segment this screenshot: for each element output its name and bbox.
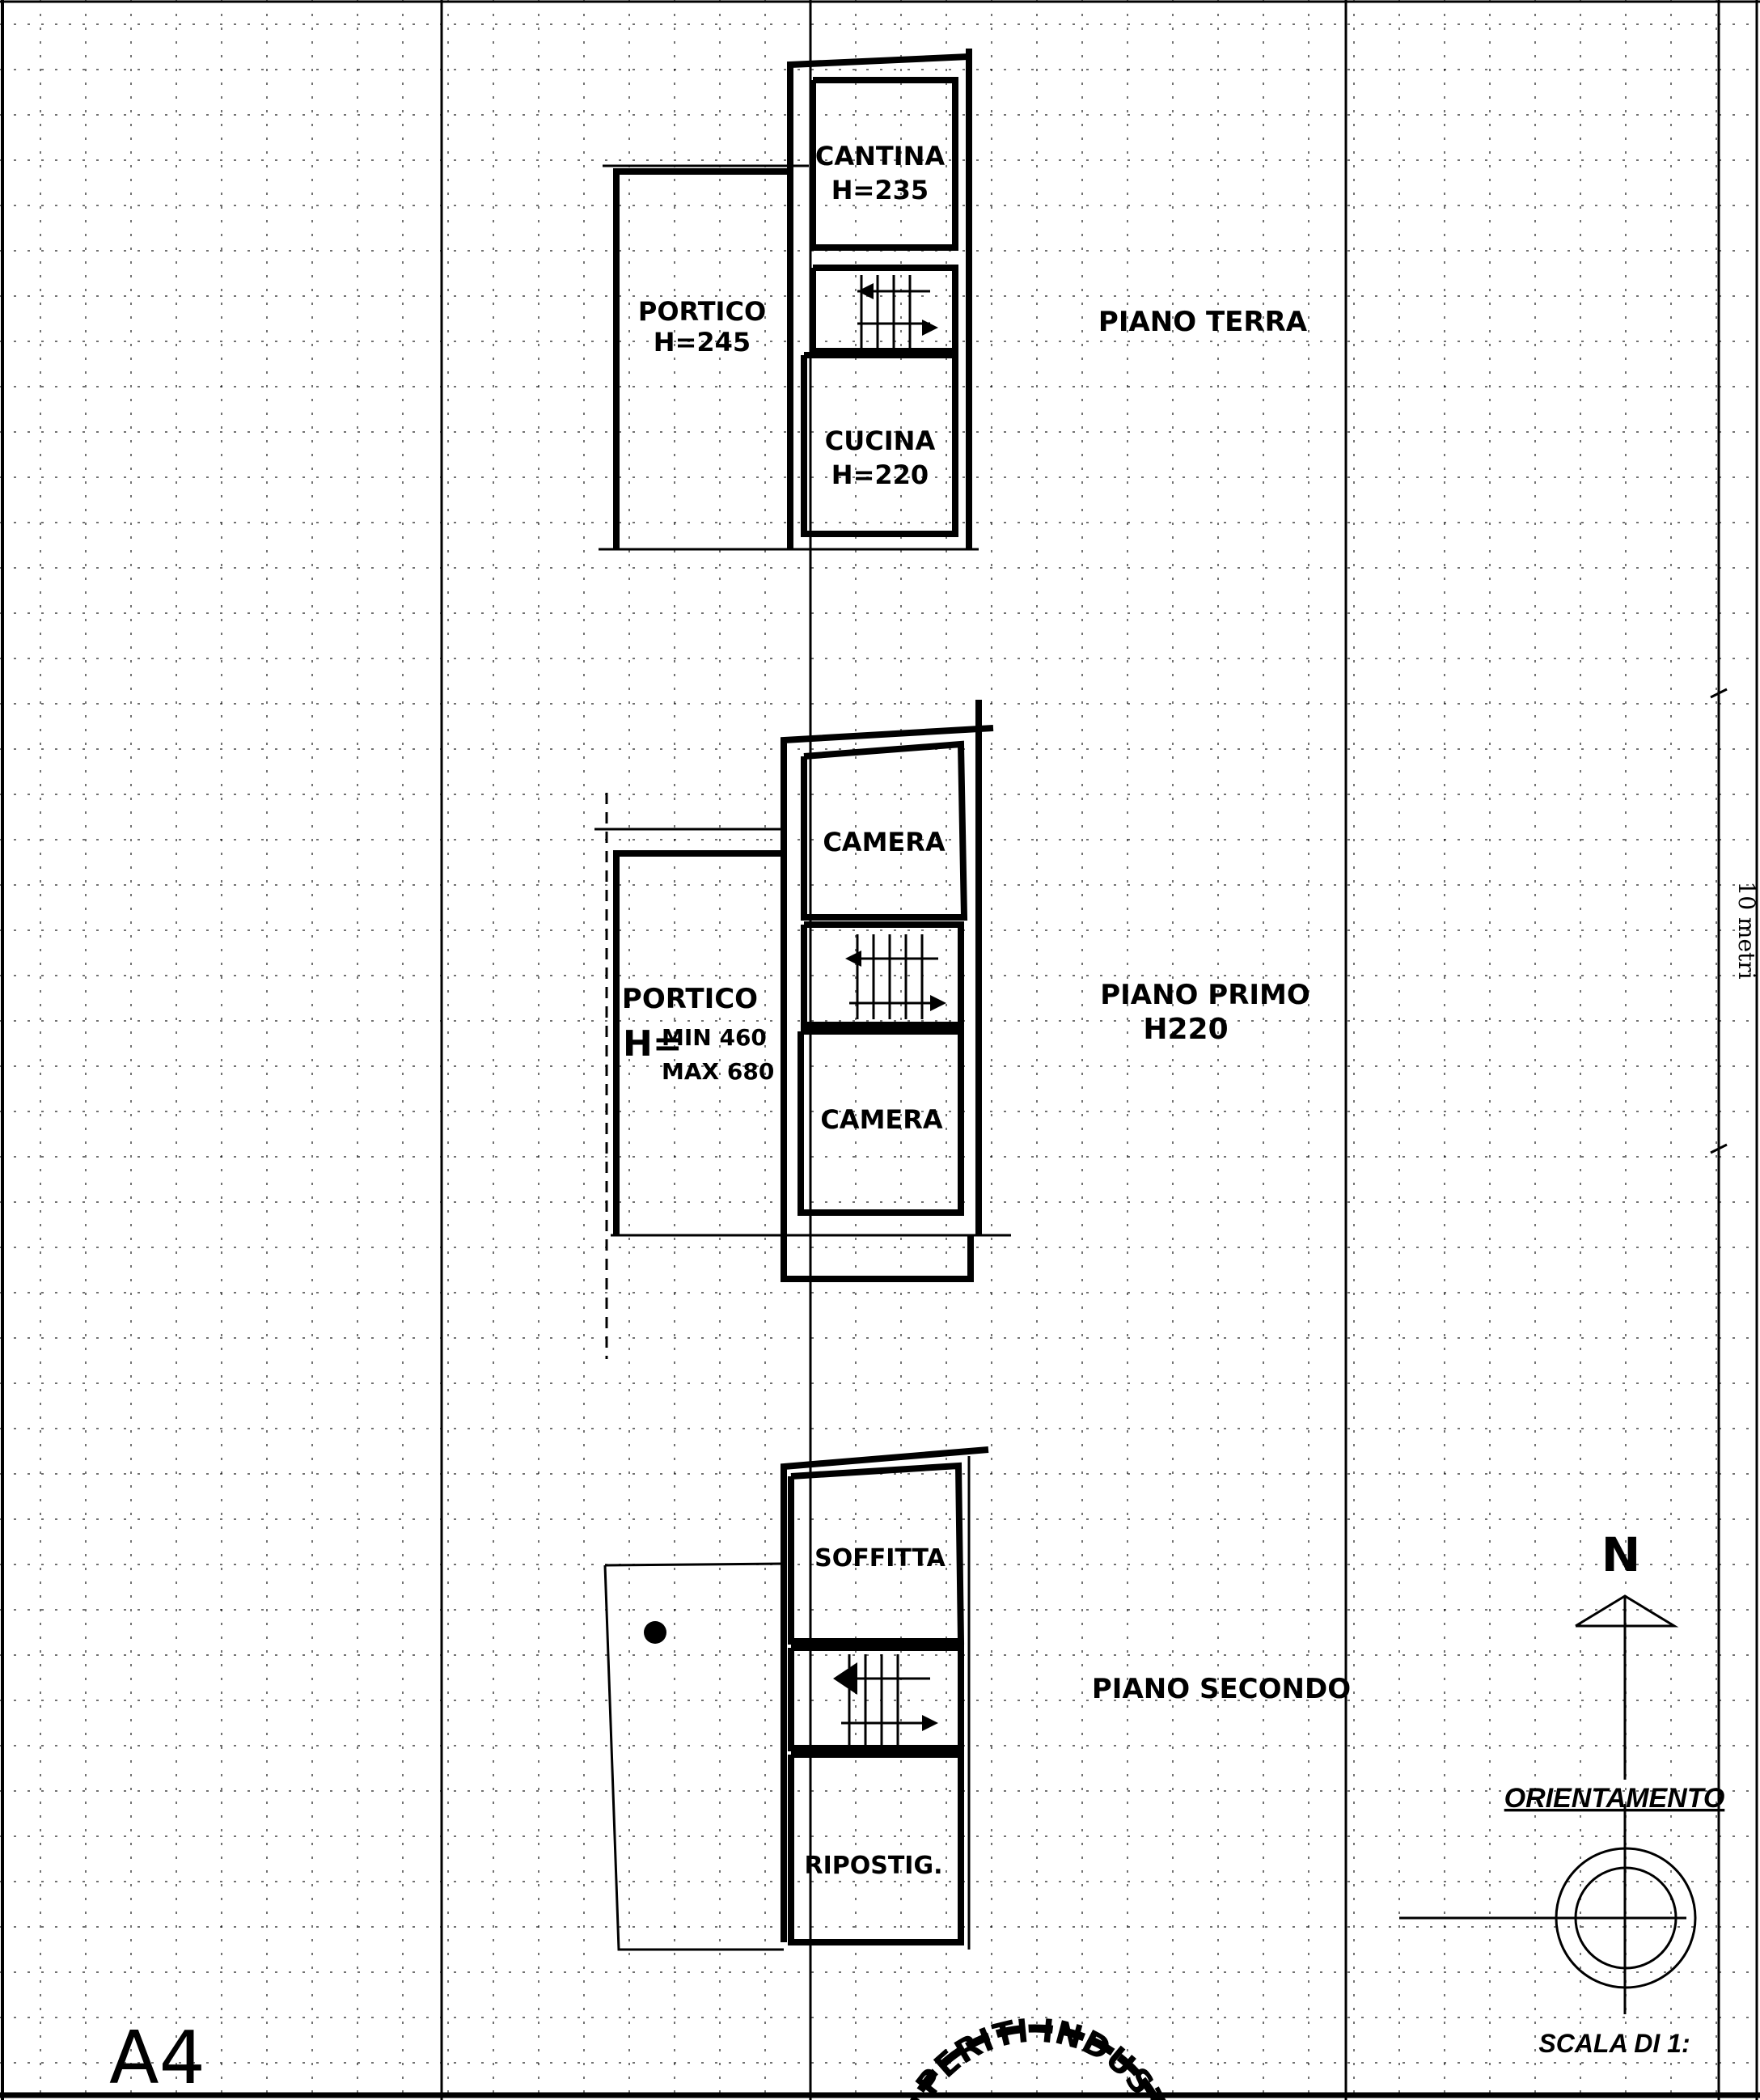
room-height-portico: H=245 (654, 327, 751, 358)
floor-height-first: H220 (1143, 1013, 1228, 1046)
room-label-cantina: CANTINA (815, 141, 946, 171)
floor-title-first: PIANO PRIMO (1100, 979, 1310, 1011)
room-label-camera-north: CAMERA (823, 827, 946, 857)
ink-blot (644, 1621, 666, 1644)
room-label-cucina: CUCINA (825, 426, 936, 456)
stamp: PERITI INDUSTRIALI (0, 0, 1174, 2100)
north-label: N (1601, 1527, 1641, 1582)
scale-label: SCALA DI 1: (1538, 2029, 1690, 2058)
svg-text:PERITI INDUSTRIALI: PERITI INDUSTRIALI (0, 0, 1174, 2100)
orientation-label: ORIENTAMENTO (1504, 1783, 1725, 1814)
portico-height-min: MIN 460 (662, 1024, 767, 1051)
room-label-soffitta: SOFFITTA (814, 1544, 946, 1573)
scale-bar: 10 metri (1710, 688, 1760, 1154)
room-label-portico: PORTICO (638, 296, 766, 327)
room-height-cantina: H=235 (831, 175, 929, 205)
room-label-portico-first: PORTICO (622, 983, 758, 1015)
orientation-compass-icon (1399, 1804, 1697, 2014)
stair-icon (857, 275, 938, 348)
room-height-cucina: H=220 (831, 459, 929, 490)
portico-height-prefix: H= (623, 1023, 683, 1065)
sheet-label: A4 (109, 2016, 205, 2100)
ground-floor-plan: CANTINA H=235 PORTICO H=245 CUCINA H=220… (599, 49, 1308, 551)
room-label-ripostiglio: RIPOSTIG. (804, 1852, 942, 1880)
floor-title-ground: PIANO TERRA (1098, 306, 1308, 338)
north-arrow: N (1575, 1527, 1679, 1780)
floor-title-second: PIANO SECONDO (1092, 1673, 1351, 1705)
first-floor-plan: CAMERA PORTICO H= MIN 460 MAX 680 CAMERA… (594, 700, 1310, 1359)
second-floor-plan: SOFFITTA RIPOSTIG. PIANO SECONDO (603, 1446, 1351, 1951)
scale-bar-label: 10 metri (1733, 881, 1760, 979)
stamp-text: PERITI INDUSTRIALI (0, 0, 1174, 2100)
portico-height-max: MAX 680 (662, 1058, 774, 1085)
room-label-camera-south: CAMERA (820, 1104, 943, 1135)
stair-icon (833, 1654, 938, 1746)
stair-icon (845, 934, 946, 1019)
